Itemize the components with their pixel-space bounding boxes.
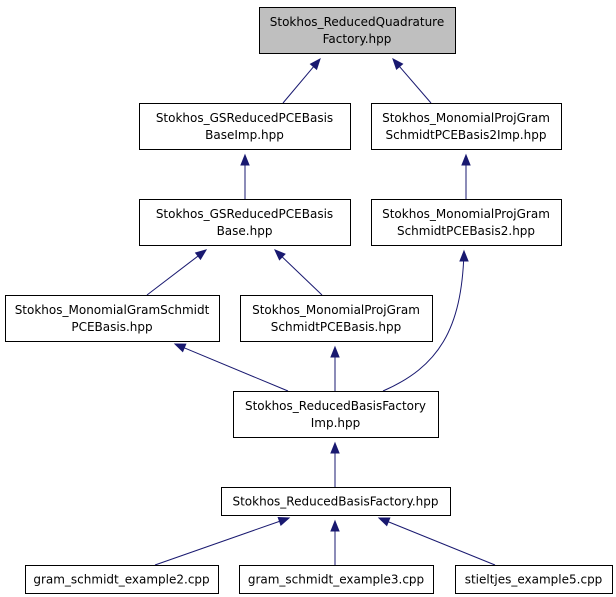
- arrowhead-icon: [240, 153, 250, 166]
- node-label: Stokhos_GSReducedPCEBasis: [156, 111, 333, 125]
- edge-n6-n3: [274, 249, 323, 296]
- edge-n3-n1: [240, 153, 250, 199]
- edge-line: [387, 520, 496, 566]
- node-box[interactable]: [5, 295, 220, 342]
- node-box[interactable]: [455, 565, 613, 594]
- node-label: Imp.hpp: [311, 416, 361, 430]
- node-label: Stokhos_ReducedQuadrature: [270, 15, 445, 29]
- node-label: gram_schmidt_example3.cpp: [248, 573, 424, 587]
- node-n4[interactable]: Stokhos_MonomialProjGramSchmidtPCEBasis2…: [371, 199, 562, 246]
- node-label: Stokhos_MonomialGramSchmidt: [15, 303, 210, 317]
- node-n11[interactable]: stieltjes_example5.cpp: [455, 565, 613, 594]
- node-n9[interactable]: gram_schmidt_example2.cpp: [25, 565, 219, 594]
- node-box[interactable]: [221, 487, 451, 516]
- edge-n10-n8: [330, 519, 340, 565]
- node-box[interactable]: [139, 199, 351, 246]
- arrowhead-icon: [330, 345, 340, 358]
- node-n6[interactable]: Stokhos_MonomialProjGramSchmidtPCEBasis.…: [240, 295, 433, 342]
- node-label: stieltjes_example5.cpp: [465, 573, 603, 587]
- node-label: Base.hpp: [217, 224, 273, 238]
- node-label: SchmidtPCEBasis2Imp.hpp: [386, 128, 547, 142]
- arrowhead-icon: [330, 441, 340, 454]
- node-label: Stokhos_MonomialProjGram: [382, 207, 550, 221]
- node-label: gram_schmidt_example2.cpp: [33, 573, 209, 587]
- edge-line: [282, 65, 315, 104]
- edge-n4-n2: [461, 153, 471, 199]
- arrowhead-icon: [274, 249, 286, 261]
- node-label: PCEBasis.hpp: [71, 320, 152, 334]
- arrowhead-icon: [461, 153, 471, 166]
- node-label: Stokhos_MonomialProjGram: [382, 111, 550, 125]
- edge-n7-n5: [173, 343, 289, 392]
- node-box[interactable]: [239, 565, 434, 594]
- arrowhead-icon: [330, 519, 340, 532]
- node-n10[interactable]: gram_schmidt_example3.cpp: [239, 565, 434, 594]
- edge-n7-n6: [330, 345, 340, 391]
- edge-n1-n0: [282, 57, 321, 104]
- edge-line: [281, 255, 323, 296]
- edge-n8-n7: [330, 441, 340, 487]
- node-box[interactable]: [371, 199, 562, 246]
- edge-n2-n0: [392, 57, 432, 104]
- arrowhead-icon: [277, 517, 291, 526]
- arrowhead-icon: [459, 249, 469, 262]
- node-label: Factory.hpp: [323, 32, 392, 46]
- node-box[interactable]: [259, 7, 456, 54]
- node-box[interactable]: [240, 295, 433, 342]
- node-label: SchmidtPCEBasis2.hpp: [397, 224, 535, 238]
- edge-n9-n8: [154, 517, 291, 566]
- arrowhead-icon: [377, 517, 391, 527]
- node-box[interactable]: [233, 391, 439, 438]
- edge-n11-n8: [377, 517, 496, 566]
- edge-n7-n4: [382, 249, 469, 392]
- arrowhead-icon: [309, 57, 321, 71]
- node-box[interactable]: [25, 565, 219, 594]
- node-label: Stokhos_ReducedBasisFactory.hpp: [232, 495, 438, 509]
- node-n8[interactable]: Stokhos_ReducedBasisFactory.hpp: [221, 487, 451, 516]
- node-label: Stokhos_ReducedBasisFactory: [245, 399, 426, 413]
- edge-line: [382, 250, 465, 392]
- node-box[interactable]: [139, 103, 351, 150]
- arrowhead-icon: [392, 57, 404, 71]
- nodes-layer: Stokhos_ReducedQuadratureFactory.hppStok…: [5, 7, 613, 594]
- node-label: SchmidtPCEBasis.hpp: [271, 320, 401, 334]
- edge-n5-n3: [146, 249, 208, 296]
- node-box[interactable]: [371, 103, 562, 150]
- arrowhead-icon: [194, 249, 208, 261]
- arrowhead-icon: [173, 343, 187, 353]
- node-n2[interactable]: Stokhos_MonomialProjGramSchmidtPCEBasis2…: [371, 103, 562, 150]
- node-label: Stokhos_GSReducedPCEBasis: [156, 207, 333, 221]
- edge-line: [398, 65, 432, 104]
- edges-layer: [146, 57, 496, 566]
- edge-line: [183, 346, 289, 392]
- edge-line: [154, 520, 281, 566]
- edge-line: [146, 255, 200, 296]
- node-label: Stokhos_MonomialProjGram: [252, 303, 420, 317]
- node-label: BaseImp.hpp: [205, 128, 284, 142]
